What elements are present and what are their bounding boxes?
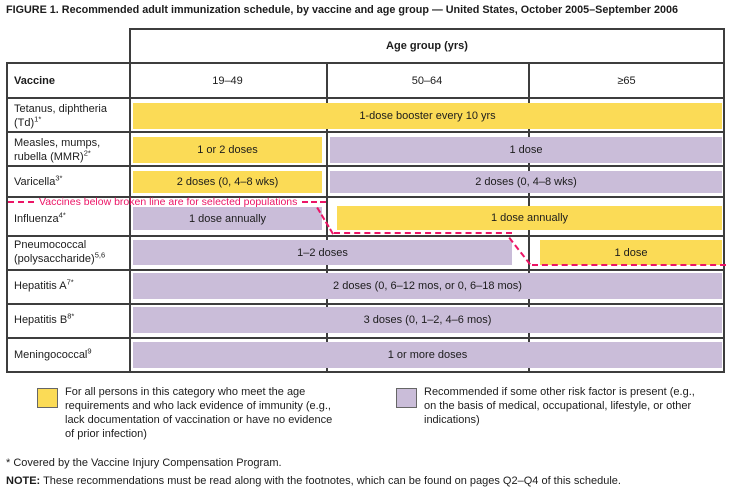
row-divider bbox=[6, 97, 725, 99]
dose-bar-tetanus-all: 1-dose booster every 10 yrs bbox=[133, 103, 722, 129]
broken-line-horizontal bbox=[334, 232, 512, 234]
row-divider bbox=[6, 303, 725, 305]
row-label-influenza: Influenza4* bbox=[14, 210, 66, 225]
dose-bar-pneumococcal-65plus: 1 dose bbox=[540, 240, 722, 265]
table-body-frame bbox=[6, 62, 725, 373]
dose-bar-meningococcal-all: 1 or more doses bbox=[133, 342, 722, 368]
row-label-varicella: Varicella3* bbox=[14, 173, 63, 188]
age-group-header: Age group (yrs) bbox=[386, 40, 468, 52]
broken-line-horizontal bbox=[532, 264, 726, 266]
legend-text-risk-factor: Recommended if some other risk factor is… bbox=[424, 386, 695, 427]
row-label-hepatitis-a: Hepatitis A7* bbox=[14, 277, 74, 292]
footnote-asterisk: * Covered by the Vaccine Injury Compensa… bbox=[6, 457, 282, 469]
column-header-50-64: 50–64 bbox=[411, 74, 443, 87]
footnote-note-label: NOTE: bbox=[6, 475, 41, 487]
row-label-tetanus: Tetanus, diphtheria (Td)1* bbox=[14, 102, 107, 129]
footnote-note: NOTE: These recommendations must be read… bbox=[6, 475, 621, 487]
row-divider bbox=[6, 165, 725, 167]
broken-line-note: Vaccines below broken line are for selec… bbox=[8, 195, 327, 208]
dose-bar-hepatitis-b-all: 3 doses (0, 1–2, 4–6 mos) bbox=[133, 307, 722, 333]
column-header-65plus: ≥65 bbox=[617, 74, 636, 87]
dose-bar-mmr-50plus: 1 dose bbox=[330, 137, 722, 163]
dose-bar-hepatitis-a-all: 2 doses (0, 6–12 mos, or 0, 6–18 mos) bbox=[133, 273, 722, 299]
dose-bar-influenza-19-49: 1 dose annually bbox=[133, 207, 322, 230]
row-divider bbox=[6, 131, 725, 133]
figure-title: FIGURE 1. Recommended adult immunization… bbox=[6, 4, 678, 16]
legend-swatch-for-all bbox=[37, 388, 58, 408]
dash-segment bbox=[8, 200, 34, 203]
dose-bar-varicella-19-49: 2 doses (0, 4–8 wks) bbox=[133, 171, 322, 193]
row-label-hepatitis-b: Hepatitis B8* bbox=[14, 311, 75, 326]
broken-line-note-text: Vaccines below broken line are for selec… bbox=[39, 195, 298, 208]
row-label-meningococcal: Meningococcal9 bbox=[14, 346, 92, 361]
vaccine-column-header: Vaccine bbox=[14, 74, 55, 87]
row-label-mmr: Measles, mumps, rubella (MMR)2* bbox=[14, 136, 101, 163]
dose-bar-mmr-19-49: 1 or 2 doses bbox=[133, 137, 322, 163]
row-divider bbox=[6, 196, 725, 198]
column-header-19-49: 19–49 bbox=[212, 74, 243, 87]
legend-text-for-all: For all persons in this category who mee… bbox=[65, 386, 333, 441]
dose-bar-varicella-50plus: 2 doses (0, 4–8 wks) bbox=[330, 171, 722, 193]
column-divider bbox=[129, 62, 131, 373]
dose-bar-influenza-50plus: 1 dose annually bbox=[337, 206, 722, 230]
row-divider bbox=[6, 269, 725, 271]
row-divider bbox=[6, 235, 725, 237]
row-divider bbox=[6, 337, 725, 339]
dash-segment bbox=[302, 200, 327, 203]
footnote-note-text: These recommendations must be read along… bbox=[40, 475, 621, 487]
dose-bar-pneumococcal-19-64: 1–2 doses bbox=[133, 240, 512, 265]
row-label-pneumococcal: Pneumococcal (polysaccharide)5,6 bbox=[14, 238, 106, 265]
legend-swatch-risk-factor bbox=[396, 388, 417, 408]
column-divider bbox=[326, 62, 328, 373]
